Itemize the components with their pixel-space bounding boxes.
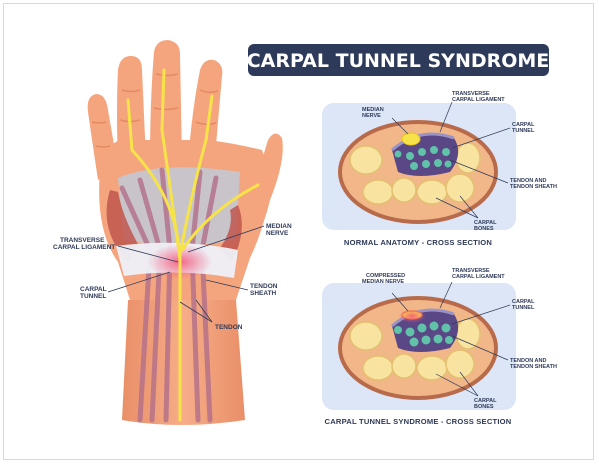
- caption-syndrome: CARPAL TUNNEL SYNDROME - CROSS SECTION: [325, 417, 512, 426]
- label-median-nerve-2: NERVE: [266, 230, 289, 237]
- hand-illustration: TRANSVERSE CARPAL LIGAMENT MEDIAN NERVE …: [53, 40, 292, 425]
- label-transverse-ligament-1: TRANSVERSE: [60, 237, 105, 244]
- label-tendon-sheath-2: SHEATH: [250, 290, 277, 297]
- label-ligament-normal-2: CARPAL LIGAMENT: [452, 97, 505, 103]
- label-bones-normal-2: BONES: [474, 226, 494, 232]
- label-tendon-normal-2: TENDON SHEATH: [510, 184, 557, 190]
- caption-normal: NORMAL ANATOMY - CROSS SECTION: [344, 238, 492, 247]
- label-tunnel-normal-2: TUNNEL: [512, 128, 535, 134]
- label-median-nerve-1: MEDIAN: [266, 223, 292, 230]
- median-nerve-normal: [402, 133, 420, 145]
- label-compressed-nerve-2: MEDIAN NERVE: [362, 279, 404, 285]
- panel-normal: MEDIAN NERVE TRANSVERSE CARPAL LIGAMENT …: [322, 91, 557, 247]
- panel-syndrome: COMPRESSED MEDIAN NERVE TRANSVERSE CARPA…: [322, 268, 557, 426]
- title-banner: CARPAL TUNNEL SYNDROME: [247, 44, 550, 76]
- label-tendon-sheath-1: TENDON: [250, 283, 278, 290]
- label-carpal-tunnel-1: CARPAL: [80, 286, 107, 293]
- label-bones-syndrome-2: BONES: [474, 404, 494, 410]
- carpal-bones-area: [118, 167, 240, 245]
- middle-finger: [150, 40, 182, 160]
- little-finger: [88, 94, 118, 180]
- nerve-inflammation: [398, 309, 426, 323]
- label-tendon: TENDON: [215, 324, 243, 331]
- label-ligament-syndrome-2: CARPAL LIGAMENT: [452, 274, 505, 280]
- label-tunnel-syndrome-2: TUNNEL: [512, 305, 535, 311]
- page-title: CARPAL TUNNEL SYNDROME: [247, 50, 550, 72]
- label-transverse-ligament-2: CARPAL LIGAMENT: [53, 244, 115, 251]
- label-tendon-syndrome-2: TENDON SHEATH: [510, 364, 557, 370]
- label-median-nerve-normal-2: NERVE: [362, 113, 381, 119]
- label-carpal-tunnel-2: TUNNEL: [80, 293, 106, 300]
